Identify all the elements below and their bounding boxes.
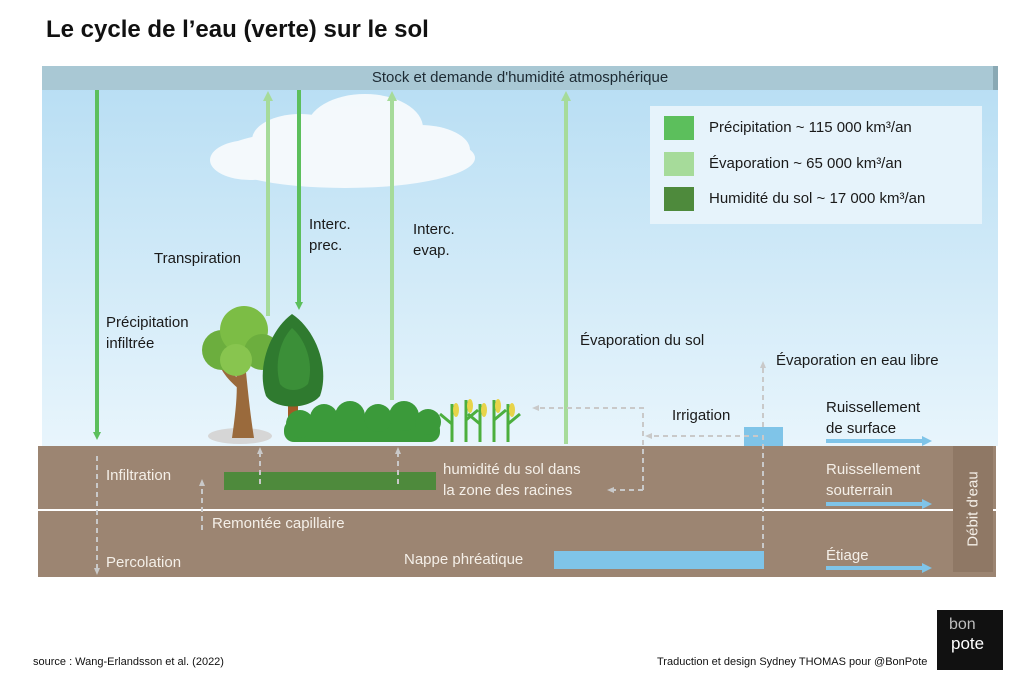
label-evaporation-eau-libre: Évaporation en eau libre — [776, 352, 939, 369]
legend-swatch — [664, 152, 694, 176]
bushes-icon — [284, 401, 441, 442]
footer-credit: Traduction et design Sydney THOMAS pour … — [657, 656, 928, 668]
label-ruissellement-surface-2: de surface — [826, 420, 897, 437]
bonpote-logo: bon pote — [937, 610, 1003, 670]
label-ruissellement-souterrain-2: souterrain — [826, 482, 893, 499]
conifer-tree-icon — [262, 314, 324, 440]
legend-swatch — [664, 116, 694, 140]
label-percolation: Percolation — [106, 554, 182, 571]
label-precipitation-infiltree-2: infiltrée — [106, 335, 155, 352]
label-precipitation-infiltree-1: Précipitation — [106, 314, 189, 331]
atmosphere-band — [42, 66, 998, 90]
soil-upper-layer — [38, 446, 996, 510]
logo-line-2: pote — [951, 634, 985, 653]
label-debit-eau: Débit d'eau — [964, 471, 982, 547]
groundwater-bar — [554, 551, 764, 569]
logo-line-1: bon — [949, 616, 976, 633]
label-interc-prec-1: Interc. — [309, 216, 351, 233]
label-ruissellement-surface-1: Ruissellement — [826, 399, 921, 416]
legend-swatch — [664, 187, 694, 211]
label-humidite-zone-1: humidité du sol dans — [443, 461, 581, 478]
crops-icon — [439, 399, 521, 442]
label-humidite-zone-2: la zone des racines — [443, 482, 573, 499]
dashed-flows — [94, 361, 766, 575]
footer-source: source : Wang-Erlandsson et al. (2022) — [33, 656, 224, 668]
root-zone-moisture-bar — [224, 472, 436, 490]
legend-label: Humidité du sol ~ 17 000 km³/an — [709, 190, 926, 207]
label-etiage: Étiage — [826, 547, 869, 564]
legend-label: Évaporation ~ 65 000 km³/an — [709, 155, 903, 172]
label-remontee-capillaire: Remontée capillaire — [212, 515, 345, 532]
label-interc-evap-1: Interc. — [413, 221, 455, 238]
river-flow-panel — [953, 446, 993, 572]
irrigation-crops-arrow — [532, 405, 644, 490]
soil-divider — [38, 509, 996, 511]
irrigation-source-arrow — [645, 433, 764, 548]
legend: Précipitation ~ 115 000 km³/an Évaporati… — [650, 106, 982, 224]
page-title: Le cycle de l’eau (verte) sur le sol — [46, 16, 429, 43]
atmosphere-label: Stock et demande d'humidité atmosphériqu… — [371, 69, 669, 86]
label-ruissellement-souterrain-1: Ruissellement — [826, 461, 921, 478]
label-interc-evap-2: evap. — [413, 242, 450, 259]
label-nappe-phreatique: Nappe phréatique — [404, 551, 524, 568]
label-transpiration: Transpiration — [154, 250, 241, 267]
label-irrigation: Irrigation — [672, 407, 731, 424]
label-interc-prec-2: prec. — [309, 237, 343, 254]
debit-panel: Débit d'eau — [953, 446, 993, 572]
label-infiltration: Infiltration — [106, 467, 172, 484]
label-evaporation-sol: Évaporation du sol — [580, 332, 705, 349]
legend-label: Précipitation ~ 115 000 km³/an — [709, 119, 912, 136]
